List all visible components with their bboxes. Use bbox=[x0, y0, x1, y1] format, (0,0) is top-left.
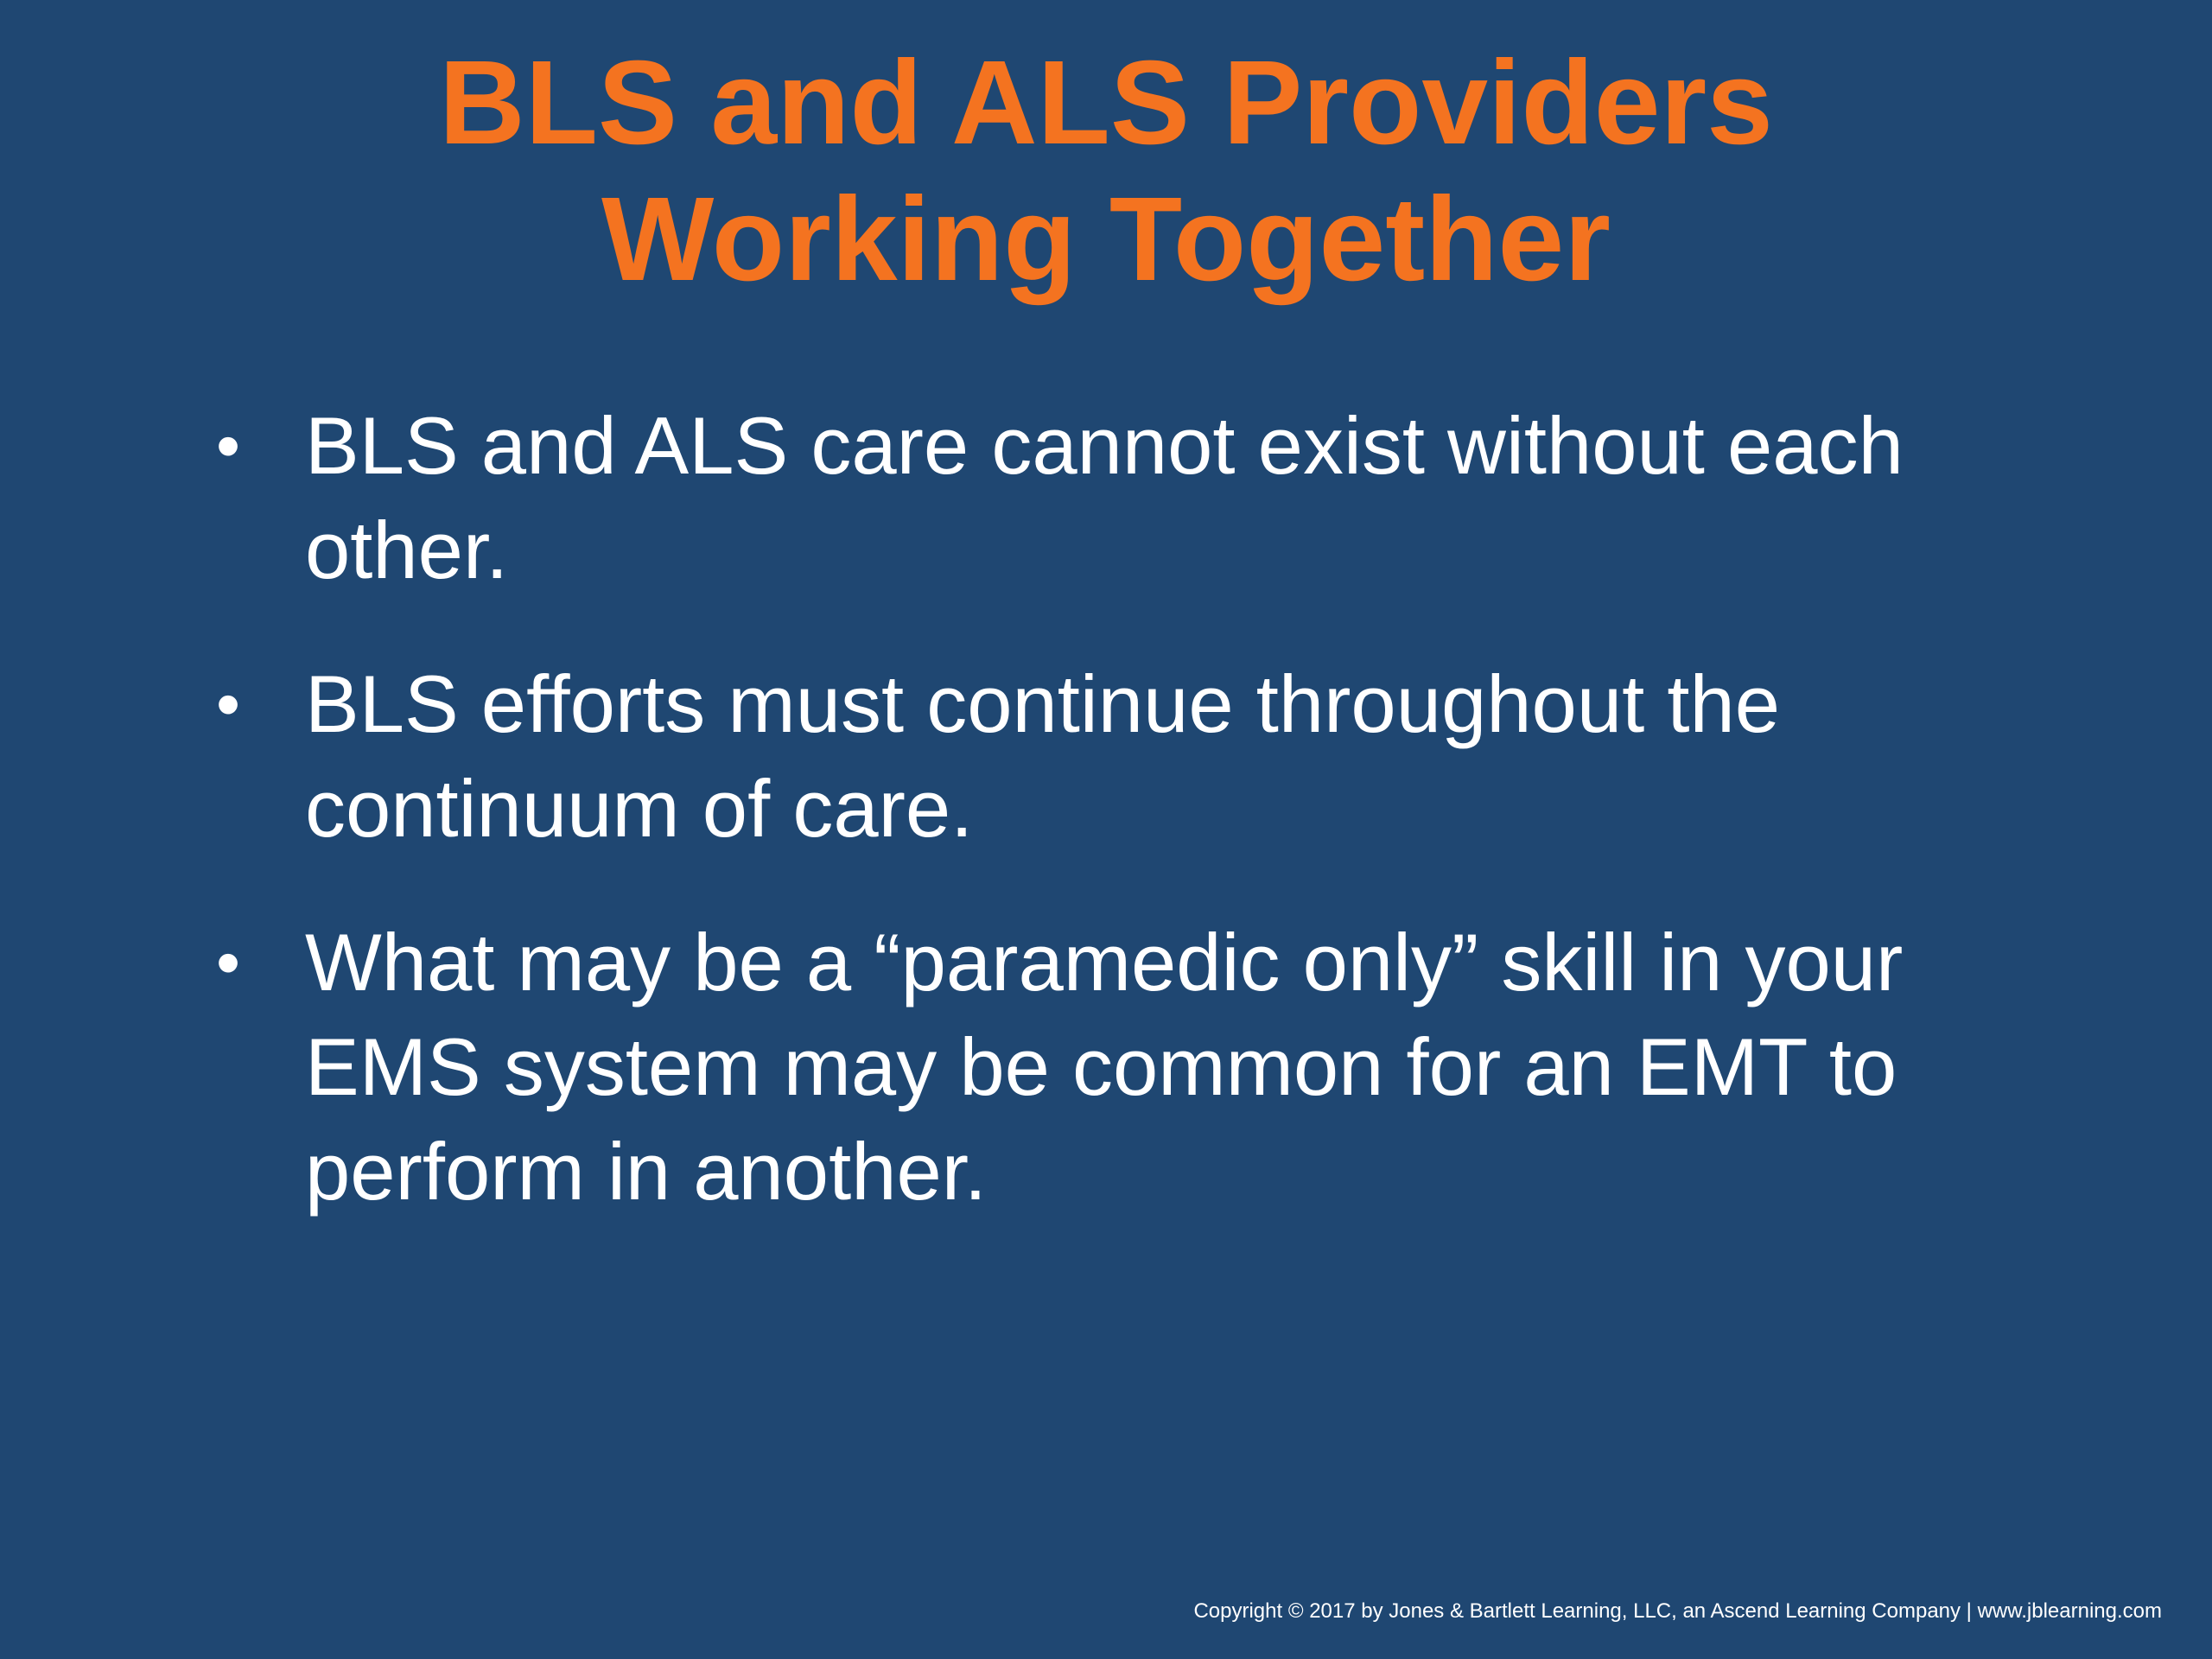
bullet-item: • What may be a “paramedic only” skill i… bbox=[216, 910, 2074, 1224]
slide-title: BLS and ALS Providers Working Together bbox=[0, 35, 2212, 308]
bullet-item: • BLS efforts must continue throughout t… bbox=[216, 652, 2074, 861]
copyright-footer: Copyright © 2017 by Jones & Bartlett Lea… bbox=[1193, 1599, 2162, 1623]
bullet-text: BLS efforts must continue throughout the… bbox=[305, 658, 1781, 854]
bullet-text: BLS and ALS care cannot exist without ea… bbox=[305, 400, 1904, 595]
bullet-dot-icon: • bbox=[216, 665, 241, 742]
bullet-dot-icon: • bbox=[216, 924, 241, 1001]
bullet-item: • BLS and ALS care cannot exist without … bbox=[216, 393, 2074, 602]
bullet-text: What may be a “paramedic only” skill in … bbox=[305, 917, 1904, 1217]
bullet-dot-icon: • bbox=[216, 407, 241, 484]
slide-title-line-2: Working Together bbox=[601, 173, 1611, 306]
slide-title-line-1: BLS and ALS Providers bbox=[439, 36, 1773, 169]
bullet-list: • BLS and ALS care cannot exist without … bbox=[216, 393, 2074, 1273]
